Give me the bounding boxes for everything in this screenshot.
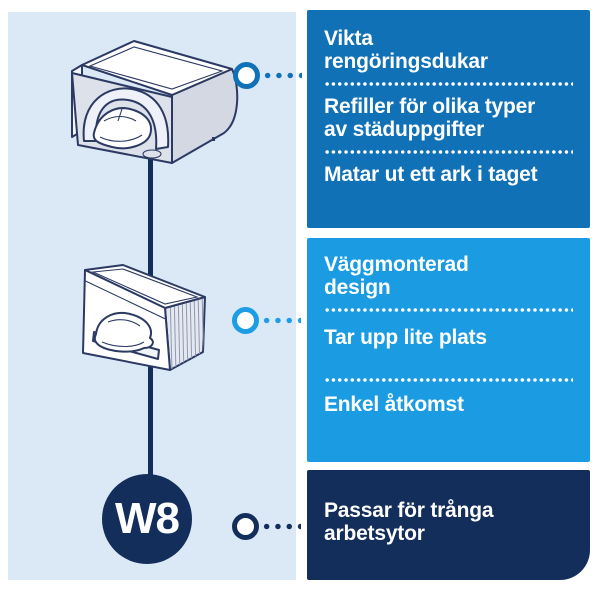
- feature-line: Matar ut ett ark i taget: [324, 163, 538, 186]
- feature-panel-refill: Vikta rengöringsdukar Refiller för olika…: [307, 10, 590, 228]
- callout-ring-bottom: [232, 513, 259, 540]
- feature-panel-system: Passar för trånga arbetsytor: [307, 470, 590, 580]
- wall-dispenser-illustration: [82, 264, 206, 371]
- callout-ring-middle: [232, 307, 259, 334]
- dotted-separator: [324, 308, 573, 312]
- feature-item: Refiller för olika typer av städuppgifte…: [324, 95, 573, 141]
- feature-panel-mounting: Väggmonterad design Tar upp lite plats E…: [307, 238, 590, 462]
- feature-line: Vikta: [324, 27, 373, 50]
- dispenser-latch: [212, 137, 215, 141]
- callout-dots-top: [262, 72, 302, 79]
- feature-item: Enkel åtkomst: [324, 393, 573, 416]
- wipe-crease: [99, 134, 143, 142]
- callout-dots-bottom: [261, 523, 301, 530]
- lid-seam: [85, 280, 166, 320]
- tork-logo: [142, 149, 162, 159]
- dispenser-top-inset: [88, 46, 224, 90]
- feature-line: av städuppgifter: [324, 118, 485, 141]
- feature-line: Passar för trånga: [324, 499, 494, 522]
- system-size-label: W8: [115, 494, 180, 543]
- callout-ring-top: [233, 62, 260, 89]
- dispenser-arch-opening: [82, 87, 170, 150]
- countertop-dispenser-illustration: [71, 40, 239, 164]
- feature-line: Enkel åtkomst: [324, 393, 464, 416]
- dotted-separator: [324, 82, 573, 86]
- feature-item: Passar för trånga arbetsytor: [324, 499, 573, 545]
- dispenser-top: [81, 40, 233, 96]
- feature-item: Väggmonterad design: [324, 253, 573, 299]
- feature-line: Tar upp lite plats: [324, 326, 487, 349]
- feature-item: Vikta rengöringsdukar: [324, 27, 573, 73]
- feature-line: Väggmonterad: [324, 253, 469, 276]
- dotted-separator: [324, 150, 573, 154]
- wipe-crease: [101, 341, 145, 348]
- dispenser-top-inset: [90, 268, 199, 305]
- feature-line: rengöringsdukar: [324, 50, 488, 73]
- feature-line: Refiller för olika typer: [324, 95, 536, 118]
- feature-line: arbetsytor: [324, 522, 425, 545]
- wipe-sheet: [93, 312, 154, 353]
- feature-line: design: [324, 276, 391, 299]
- system-size-node: W8: [102, 474, 192, 564]
- wipe-crease: [107, 319, 141, 327]
- feature-item: Matar ut ett ark i taget: [324, 163, 573, 186]
- feature-item: Tar upp lite plats: [324, 326, 573, 349]
- dotted-separator: [324, 378, 573, 382]
- wipe-crease: [117, 108, 123, 122]
- callout-dots-middle: [261, 317, 301, 324]
